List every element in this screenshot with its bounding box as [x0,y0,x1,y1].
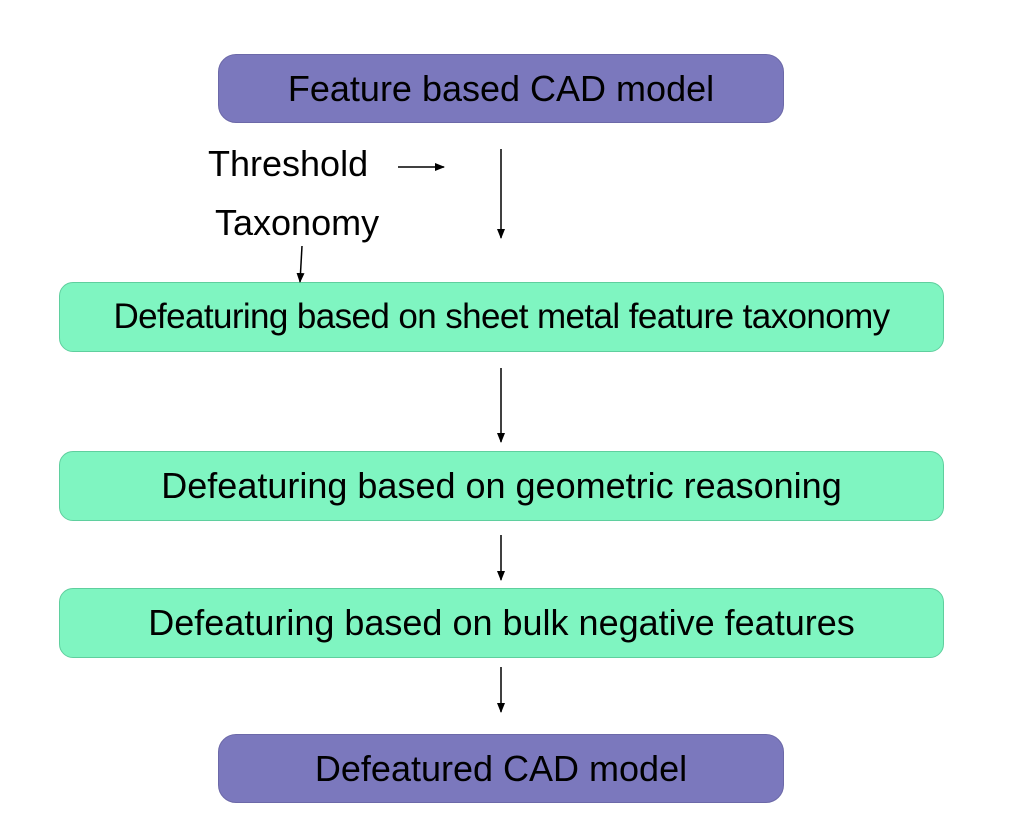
output-node: Defeatured CAD model [218,734,784,803]
step-taxonomy-defeaturing: Defeaturing based on sheet metal feature… [59,282,944,352]
step-geometric-defeaturing: Defeaturing based on geometric reasoning [59,451,944,521]
step-bulk-negative-defeaturing: Defeaturing based on bulk negative featu… [59,588,944,658]
output-node-label: Defeatured CAD model [314,747,688,789]
input-node: Feature based CAD model [218,54,784,123]
step-geometric-label: Defeaturing based on geometric reasoning [161,465,842,506]
taxonomy-arrow [296,245,305,283]
threshold-label: Threshold [208,143,369,184]
input-node-label: Feature based CAD model [287,67,715,109]
taxonomy-label: Taxonomy [215,202,380,243]
step-taxonomy-label: Defeaturing based on sheet metal feature… [113,297,890,336]
step-bulk-label: Defeaturing based on bulk negative featu… [148,602,855,643]
